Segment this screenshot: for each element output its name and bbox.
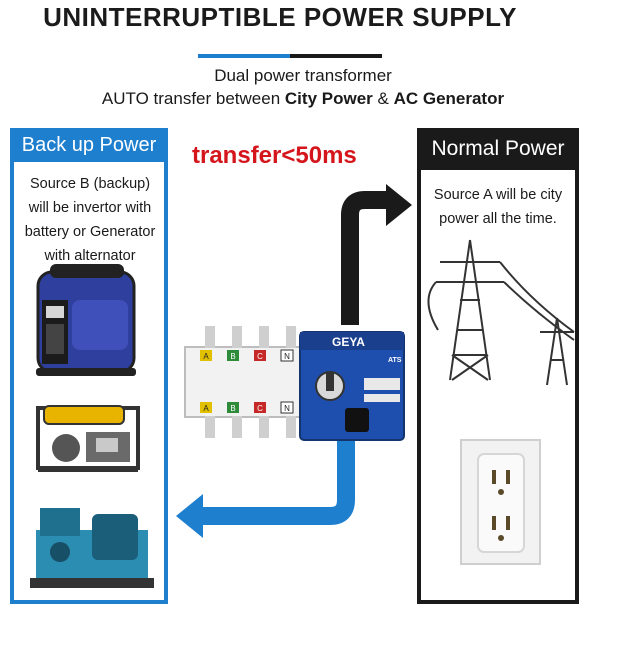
terminal-label: B	[230, 404, 235, 413]
ats-switch-image: A B C N A B C N GEYA ATS	[184, 326, 405, 441]
title-underline-blue	[198, 54, 290, 58]
normal-power-description: Source A will be city power all the time…	[421, 183, 575, 231]
page-title: UNINTERRUPTIBLE POWER SUPPLY	[43, 2, 517, 32]
normal-desc-line: Source A will be city	[433, 187, 563, 203]
normal-desc-line: power all the time.	[439, 211, 557, 227]
terminal-label: N	[284, 404, 290, 413]
terminal-label: A	[203, 404, 209, 413]
backup-desc-line: with alternator	[44, 248, 136, 264]
backup-desc-line: Source B (backup)	[29, 176, 151, 192]
wall-outlet-image	[460, 439, 541, 565]
terminal-label: B	[230, 352, 235, 361]
device-brand: GEYA	[332, 335, 365, 349]
terminal-label: A	[203, 352, 209, 361]
backup-desc-line: will be invertor with	[28, 200, 152, 216]
subtitle-prefix: AUTO transfer between	[101, 89, 285, 108]
generator-label: AC Generator	[393, 89, 505, 108]
open-frame-generator-image	[36, 405, 140, 472]
terminal-label: C	[257, 404, 263, 413]
terminal-label: C	[257, 352, 263, 361]
backup-power-heading: Back up Power	[10, 128, 168, 162]
industrial-generator-image	[30, 508, 154, 588]
normal-power-heading: Normal Power	[417, 128, 579, 170]
backup-power-description: Source B (backup) will be invertor with …	[14, 172, 166, 268]
city-power-label: City Power	[284, 89, 373, 108]
title-underline-black	[290, 54, 382, 58]
subtitle-line1: Dual power transformer	[214, 66, 392, 85]
transfer-time-label: transfer<50ms	[192, 142, 357, 169]
arrow-to-backup-power	[176, 440, 355, 538]
power-line-towers-image	[427, 239, 575, 386]
subtitle-ampersand: &	[372, 89, 394, 108]
subtitle-line2: AUTO transfer between City Power & AC Ge…	[0, 89, 606, 109]
device-model: ATS	[388, 357, 402, 364]
arrow-to-normal-power	[341, 184, 412, 325]
inverter-generator-image	[36, 264, 136, 376]
terminal-label: N	[284, 352, 290, 361]
backup-desc-line: battery or Generator	[24, 224, 156, 240]
